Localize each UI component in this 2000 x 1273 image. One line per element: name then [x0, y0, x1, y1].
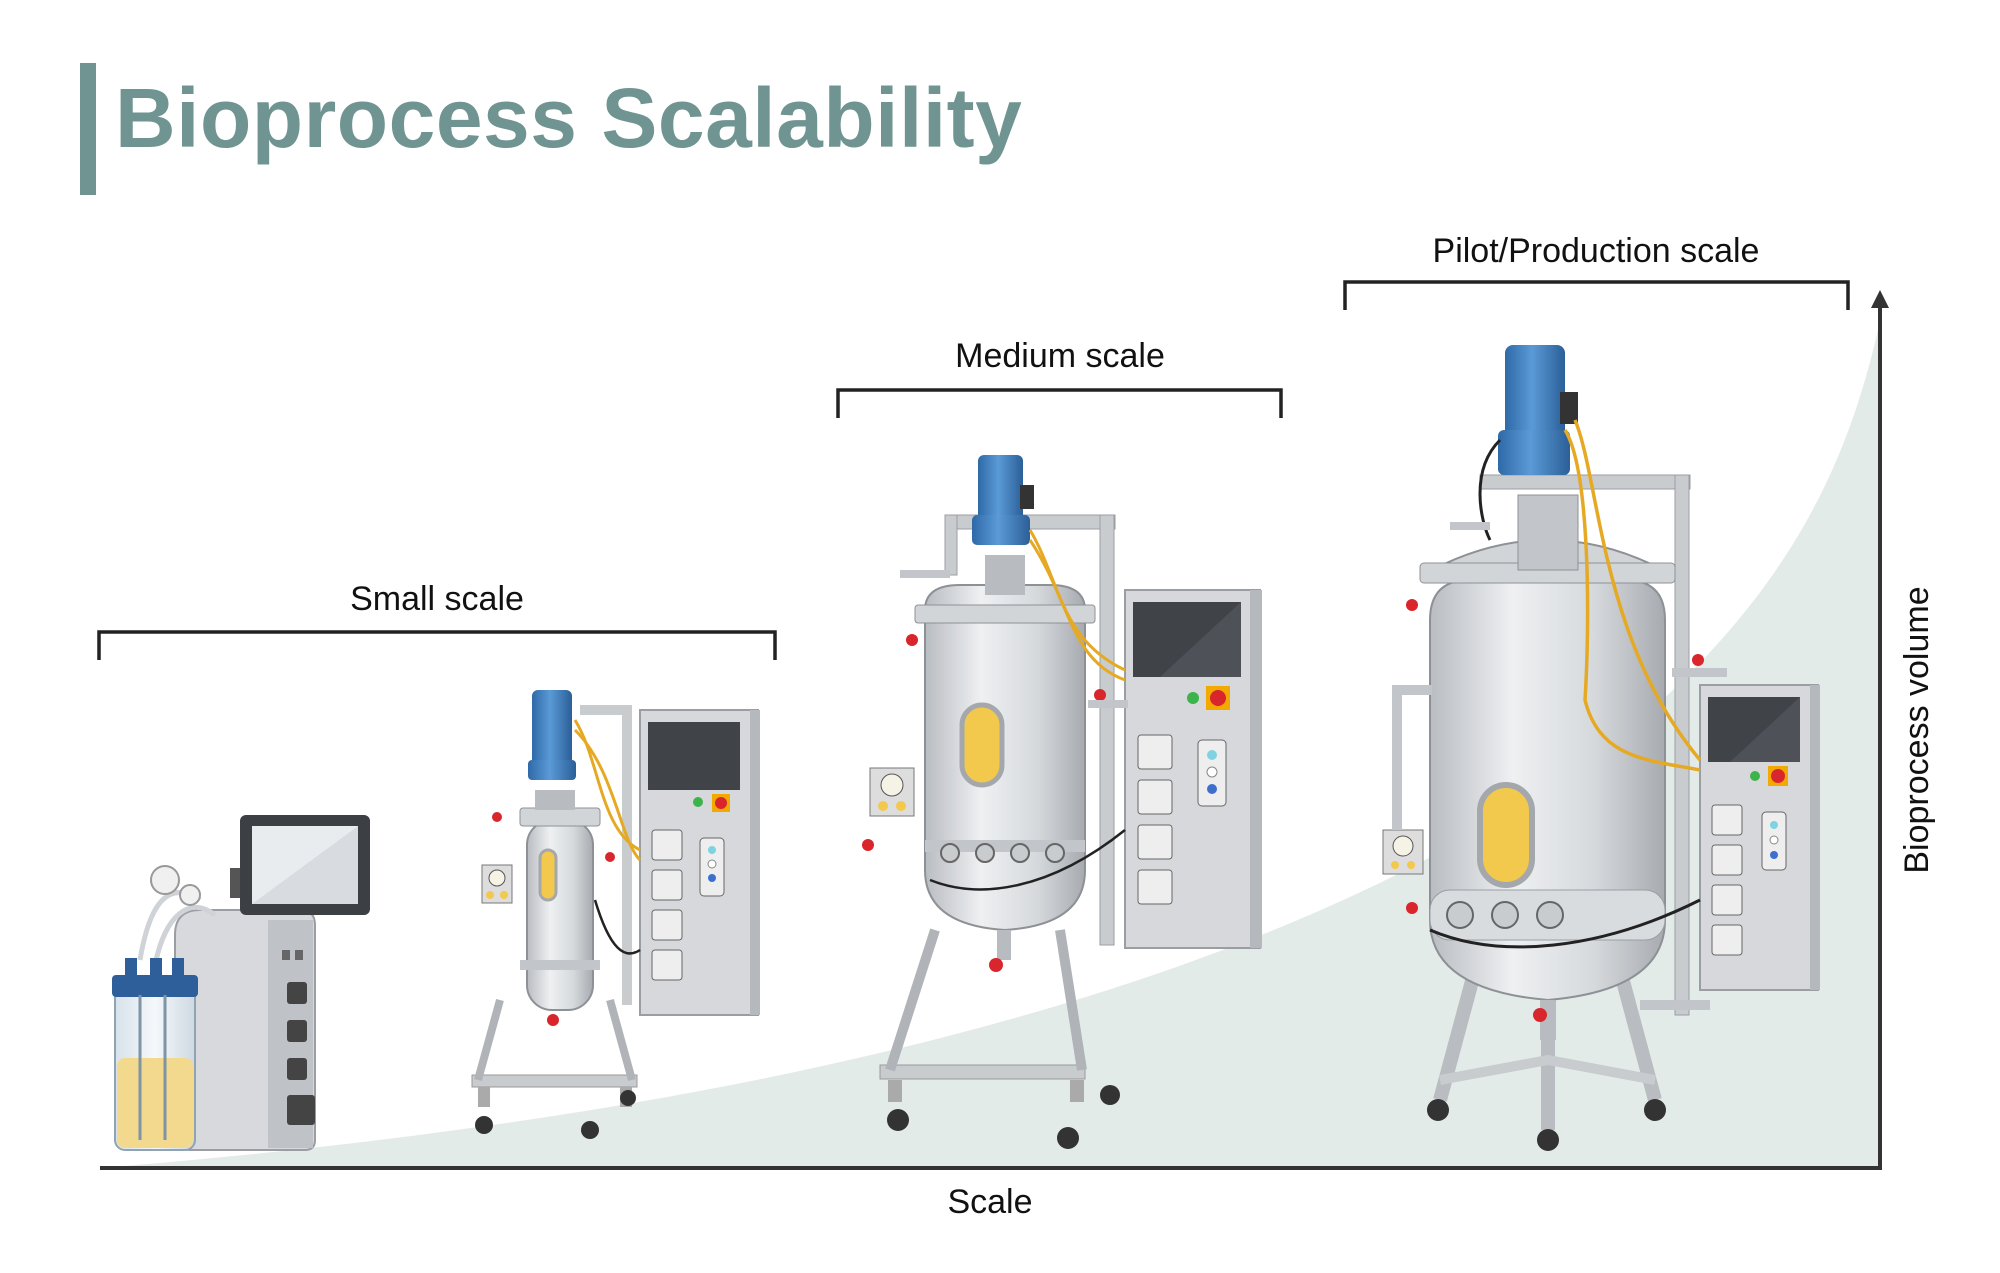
axes — [100, 290, 1889, 1170]
x-axis-label: Scale — [947, 1183, 1032, 1221]
group-label-medium-scale: Medium scale — [955, 337, 1165, 375]
page-title: Bioprocess Scalability — [115, 71, 1023, 165]
benchtop-bioreactor-icon — [112, 815, 370, 1151]
group-label-small-scale: Small scale — [350, 580, 524, 618]
medium-bioreactor-icon — [862, 455, 1262, 1149]
bracket-pilot-production-scale — [1343, 280, 1850, 310]
y-axis-arrow-icon — [1871, 290, 1889, 308]
small-stainless-bioreactor-icon — [471, 690, 760, 1139]
title-accent-bar — [80, 63, 96, 195]
growth-curve-area — [100, 330, 1878, 1168]
y-axis-label: Bioprocess volume — [1898, 586, 1936, 873]
production-bioreactor-icon — [1382, 345, 1820, 1151]
bracket-small-scale — [97, 630, 777, 660]
bracket-medium-scale — [836, 388, 1283, 418]
group-label-pilot-production-scale: Pilot/Production scale — [1433, 232, 1760, 270]
